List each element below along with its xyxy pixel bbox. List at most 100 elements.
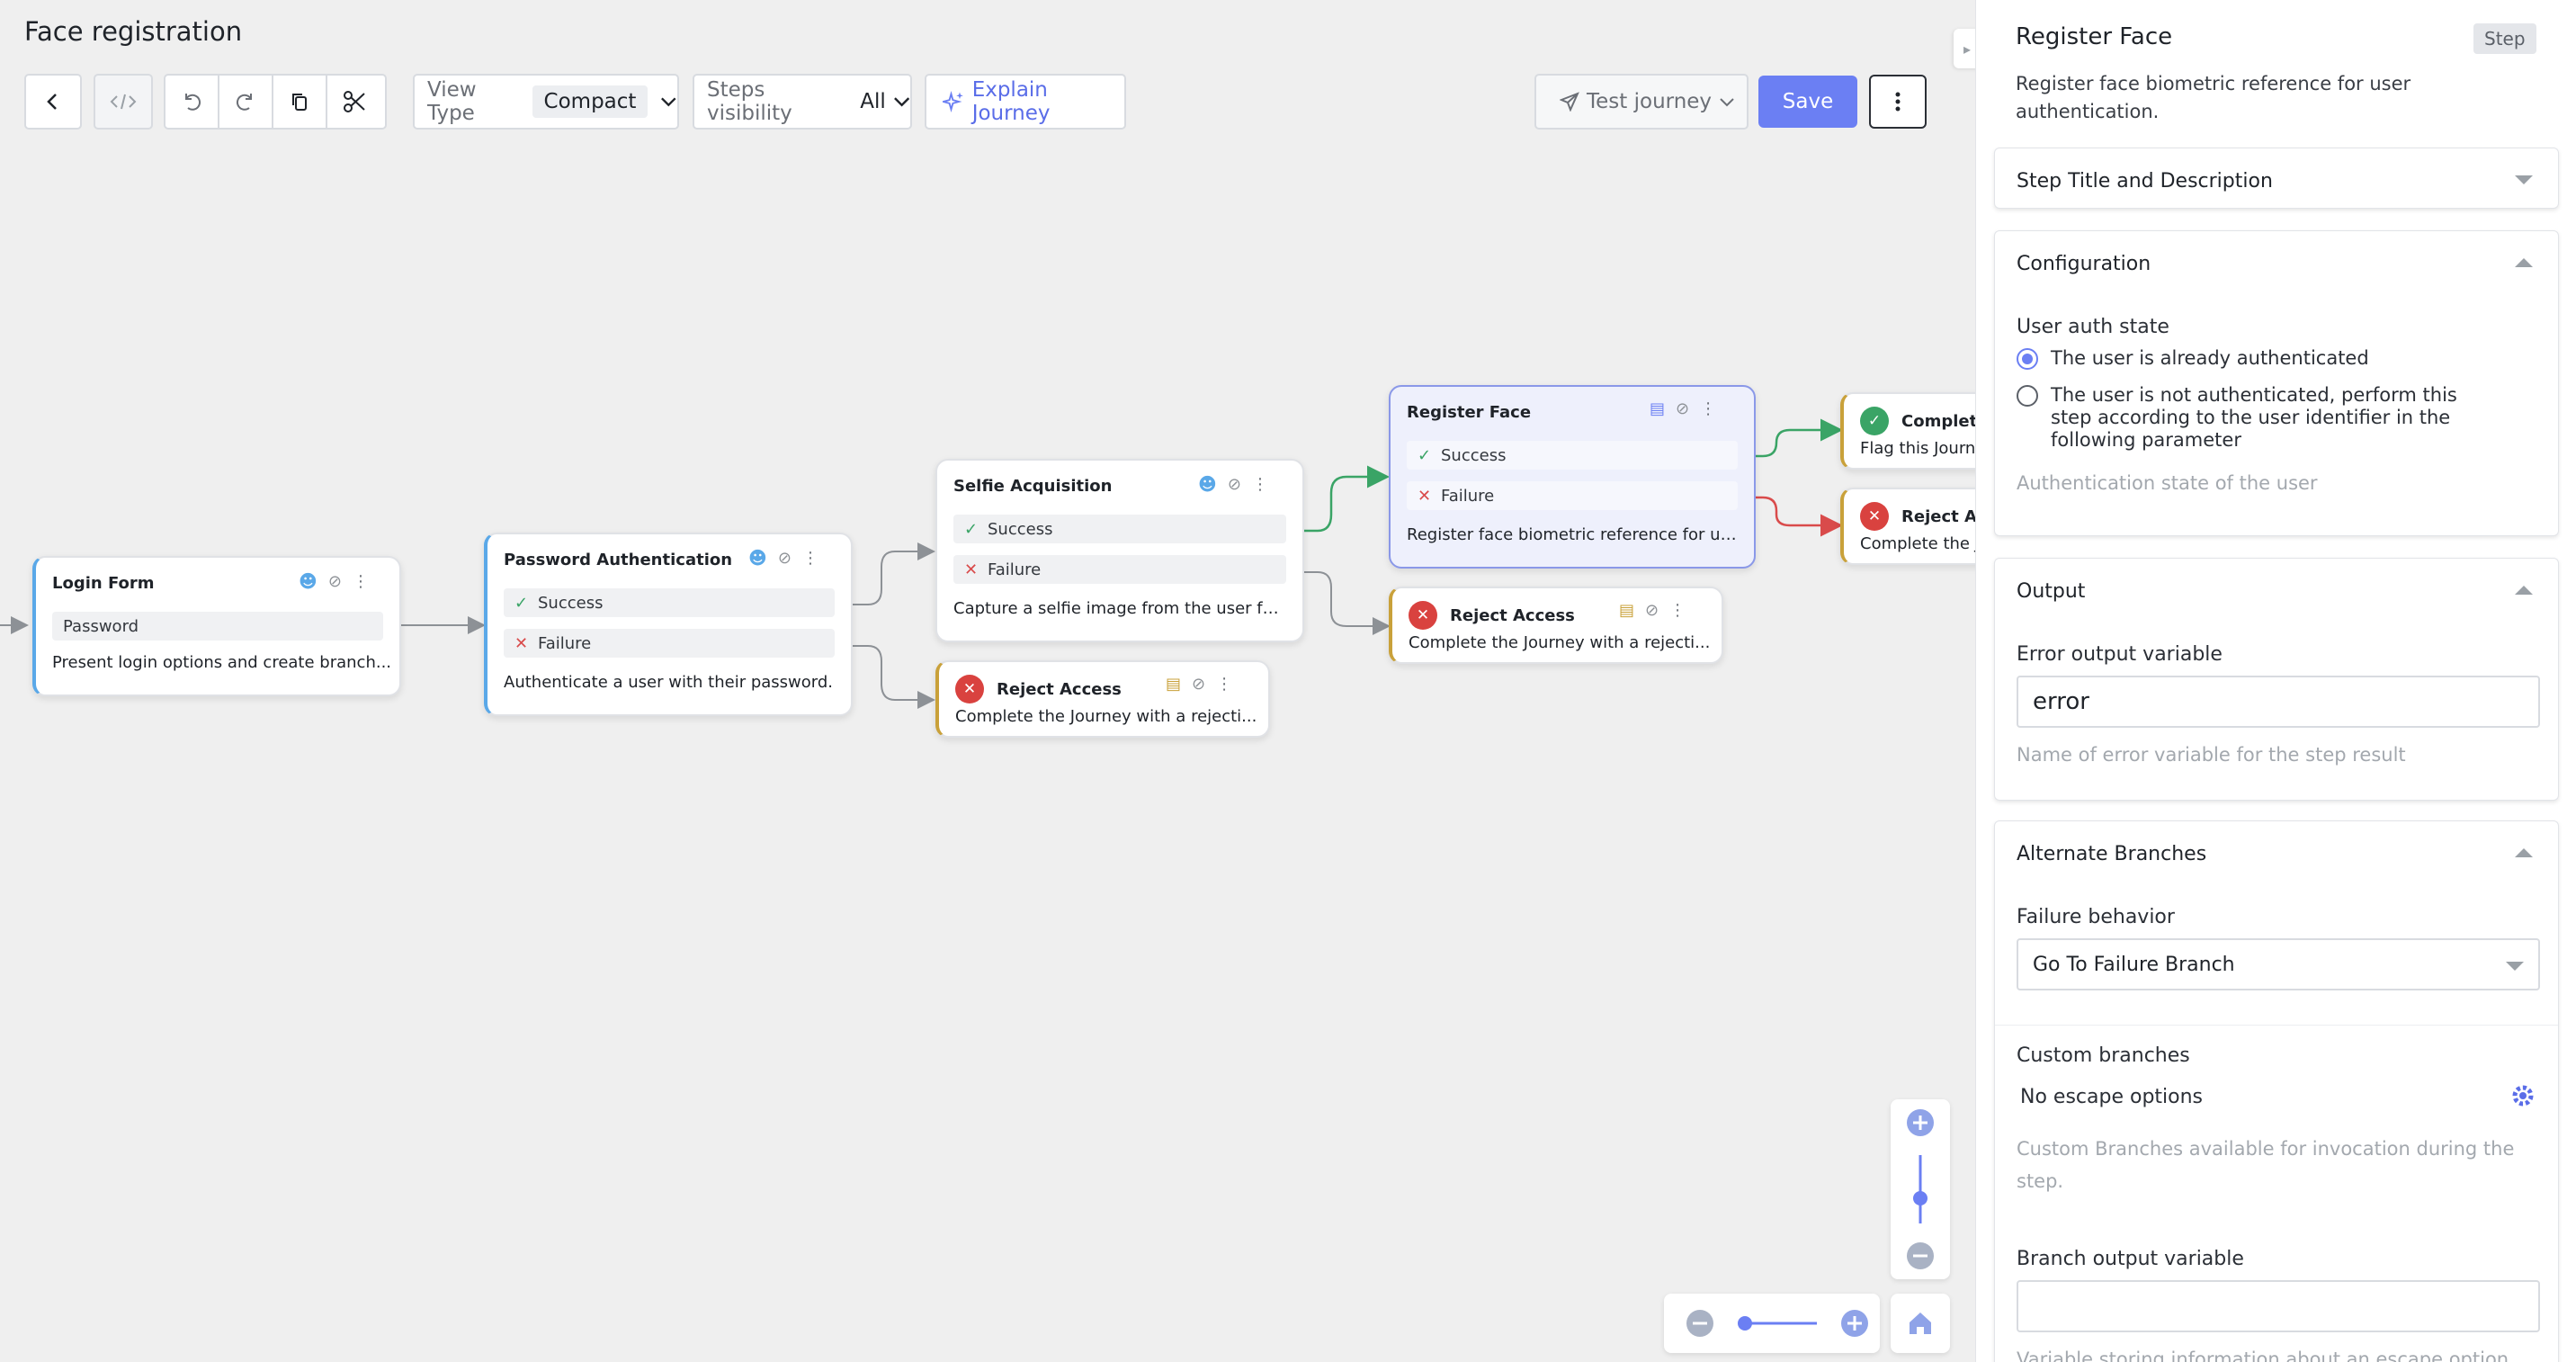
node-complete[interactable]: ✓ Complet Flag this Journe (1840, 392, 1975, 470)
kebab-icon[interactable]: ⋮ (1251, 474, 1268, 494)
chevron-down-icon (2506, 962, 2524, 971)
node-password-authentication[interactable]: Password Authentication ☻ ⊘ ⋮ ✓ Success … (484, 533, 853, 716)
kebab-icon[interactable]: ⋮ (1216, 675, 1233, 694)
custom-branches-label: Custom branches (2017, 1044, 2190, 1067)
copy-button[interactable] (273, 76, 327, 128)
chevron-down-icon (1720, 98, 1734, 107)
data-icon: ▤ (1166, 675, 1182, 694)
branch-failure[interactable]: ✕ Failure (1407, 481, 1738, 510)
user-icon: ☻ (748, 547, 767, 569)
chevron-up-icon[interactable] (2515, 586, 2533, 595)
node-title: Reject Access (997, 680, 1122, 699)
branch-success[interactable]: ✓ Success (953, 515, 1286, 543)
test-journey-button[interactable]: Test journey (1534, 74, 1749, 130)
journey-canvas[interactable]: Face registration View Type Compact Step… (0, 0, 1975, 1362)
custom-branches-help: Custom Branches available for invocation… (2017, 1138, 2515, 1192)
back-button[interactable] (24, 74, 82, 130)
zoom-out-icon[interactable] (1907, 1242, 1934, 1269)
failure-behavior-select[interactable]: Go To Failure Branch (2017, 938, 2540, 990)
undo-button[interactable] (165, 76, 219, 128)
eye-off-icon: ⊘ (1227, 474, 1241, 494)
branch-label: Failure (1441, 486, 1495, 506)
explain-journey-button[interactable]: Explain Journey (925, 74, 1126, 130)
chevron-up-icon[interactable] (2515, 848, 2533, 857)
node-register-face[interactable]: Register Face ▤ ⊘ ⋮ ✓ Success ✕ Failure … (1389, 385, 1756, 569)
save-button[interactable]: Save (1758, 76, 1857, 128)
error-output-input[interactable]: error (2017, 676, 2540, 728)
sparkle-icon (943, 90, 963, 113)
branch-label: Success (1441, 445, 1507, 465)
chevron-down-icon (661, 97, 676, 107)
branch-failure[interactable]: ✕ Failure (504, 629, 835, 658)
zoom-in-icon[interactable] (1841, 1310, 1868, 1337)
branch-output-input[interactable] (2017, 1280, 2540, 1332)
chevron-down-icon (893, 97, 909, 107)
user-auth-label: User auth state (2017, 316, 2169, 338)
zoom-out-icon[interactable] (1686, 1310, 1713, 1337)
node-title: Reject Ac (1901, 507, 1975, 526)
node-icons: ☻ ⊘ ⋮ (1198, 473, 1268, 495)
reject-icon: ✕ (1409, 601, 1437, 630)
node-icons: ▤ ⊘ ⋮ (1650, 399, 1716, 418)
chevron-down-icon (2515, 175, 2533, 184)
edit-actions-group (164, 74, 387, 130)
chevron-up-icon[interactable] (2515, 258, 2533, 267)
code-view-button[interactable] (94, 74, 153, 130)
play-icon: ▸ (1963, 40, 1972, 58)
data-icon: ▤ (1619, 601, 1635, 620)
view-type-select[interactable]: View Type Compact (413, 74, 679, 130)
branch-output-help: Variable storing information about an es… (2017, 1349, 2509, 1362)
more-options-button[interactable] (1869, 75, 1927, 129)
user-icon: ☻ (1198, 473, 1217, 495)
gear-icon[interactable] (2509, 1082, 2536, 1109)
kebab-icon[interactable]: ⋮ (801, 548, 818, 568)
branch-label: Success (538, 593, 604, 613)
node-reject-access[interactable]: ✕ Reject Access ▤ ⊘ ⋮ Complete the Journ… (935, 660, 1270, 738)
node-reject-access[interactable]: ✕ Reject Ac Complete the J (1840, 488, 1975, 565)
branch-label: Password (63, 616, 139, 636)
radio-authenticated[interactable] (2017, 348, 2038, 370)
branch-success[interactable]: ✓ Success (504, 588, 835, 617)
zoom-handle[interactable] (1913, 1191, 1928, 1205)
test-journey-label: Test journey (1587, 90, 1713, 113)
section-title: Output (2017, 580, 2086, 603)
node-icons: ▤ ⊘ ⋮ (1619, 601, 1686, 620)
node-description: Complete the J (1860, 534, 1975, 553)
zoom-handle[interactable] (1738, 1316, 1752, 1331)
user-icon: ☻ (299, 570, 318, 592)
radio-not-authenticated-label: The user is not authenticated, perform t… (2051, 384, 2457, 451)
zoom-in-icon[interactable] (1907, 1109, 1934, 1136)
fit-view-button[interactable] (1891, 1294, 1950, 1353)
kebab-icon[interactable]: ⋮ (1700, 399, 1717, 418)
panel-title: Register Face (2016, 23, 2173, 50)
steps-visibility-select[interactable]: Steps visibility All (693, 74, 912, 130)
redo-button[interactable] (219, 76, 273, 128)
eye-off-icon: ⊘ (327, 571, 342, 591)
cut-button[interactable] (327, 76, 381, 128)
reject-icon: ✕ (955, 675, 984, 703)
user-auth-help: Authentication state of the user (2017, 472, 2318, 494)
branch-success[interactable]: ✓ Success (1407, 441, 1738, 470)
reject-icon: ✕ (1860, 502, 1889, 531)
data-icon: ▤ (1650, 399, 1666, 418)
radio-not-authenticated[interactable] (2017, 385, 2038, 407)
cross-icon: ✕ (514, 633, 529, 653)
eye-off-icon: ⊘ (1645, 601, 1659, 620)
section-step-title-description[interactable]: Step Title and Description (1994, 148, 2559, 209)
node-description: Flag this Journe (1860, 439, 1975, 458)
section-title: Alternate Branches (2017, 843, 2207, 865)
node-selfie-acquisition[interactable]: Selfie Acquisition ☻ ⊘ ⋮ ✓ Success ✕ Fai… (935, 459, 1304, 642)
node-login-form[interactable]: Login Form ☻ ⊘ ⋮ Password Present login … (32, 556, 401, 696)
panel-description: Register face biometric reference for us… (2016, 73, 2411, 122)
kebab-icon[interactable]: ⋮ (1669, 601, 1686, 620)
zoom-vertical-control[interactable] (1891, 1099, 1950, 1279)
zoom-horizontal-control[interactable] (1664, 1294, 1880, 1353)
node-title: Password Authentication (504, 551, 733, 569)
branch-password[interactable]: Password (52, 612, 383, 641)
collapse-panel-button[interactable]: ▸ (1954, 29, 1975, 68)
undo-icon (185, 94, 201, 111)
node-reject-access[interactable]: ✕ Reject Access ▤ ⊘ ⋮ Complete the Journ… (1389, 587, 1723, 664)
kebab-icon[interactable]: ⋮ (352, 571, 369, 591)
branch-failure[interactable]: ✕ Failure (953, 555, 1286, 584)
kebab-icon (1895, 92, 1901, 112)
